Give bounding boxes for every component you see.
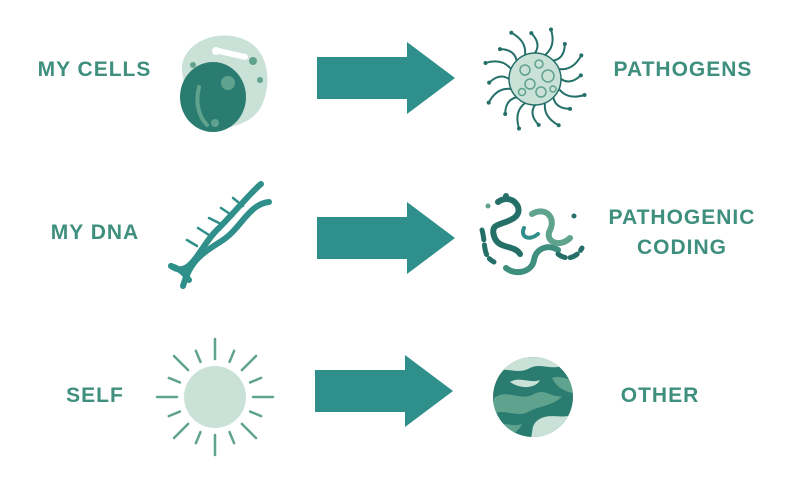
- arrow-right-icon: [317, 202, 455, 274]
- pathogen-strands-icon: [479, 193, 585, 276]
- arrow-right-icon: [317, 42, 455, 114]
- dna-helix-icon: [168, 181, 272, 289]
- pathogenic-coding-label: PATHOGENIC CODING: [608, 206, 756, 259]
- virus-icon: [483, 27, 587, 131]
- self-label: SELF: [66, 384, 124, 407]
- my-dna-label: MY DNA: [50, 221, 140, 244]
- my-cells-label: MY CELLS: [37, 58, 152, 81]
- arrow-right-icon: [315, 355, 453, 427]
- pathogens-label: PATHOGENS: [613, 58, 753, 81]
- camouflage-sphere-icon: [493, 357, 573, 437]
- other-label: OTHER: [620, 384, 700, 407]
- cell-icon: [180, 35, 268, 132]
- sun-icon: [155, 337, 275, 457]
